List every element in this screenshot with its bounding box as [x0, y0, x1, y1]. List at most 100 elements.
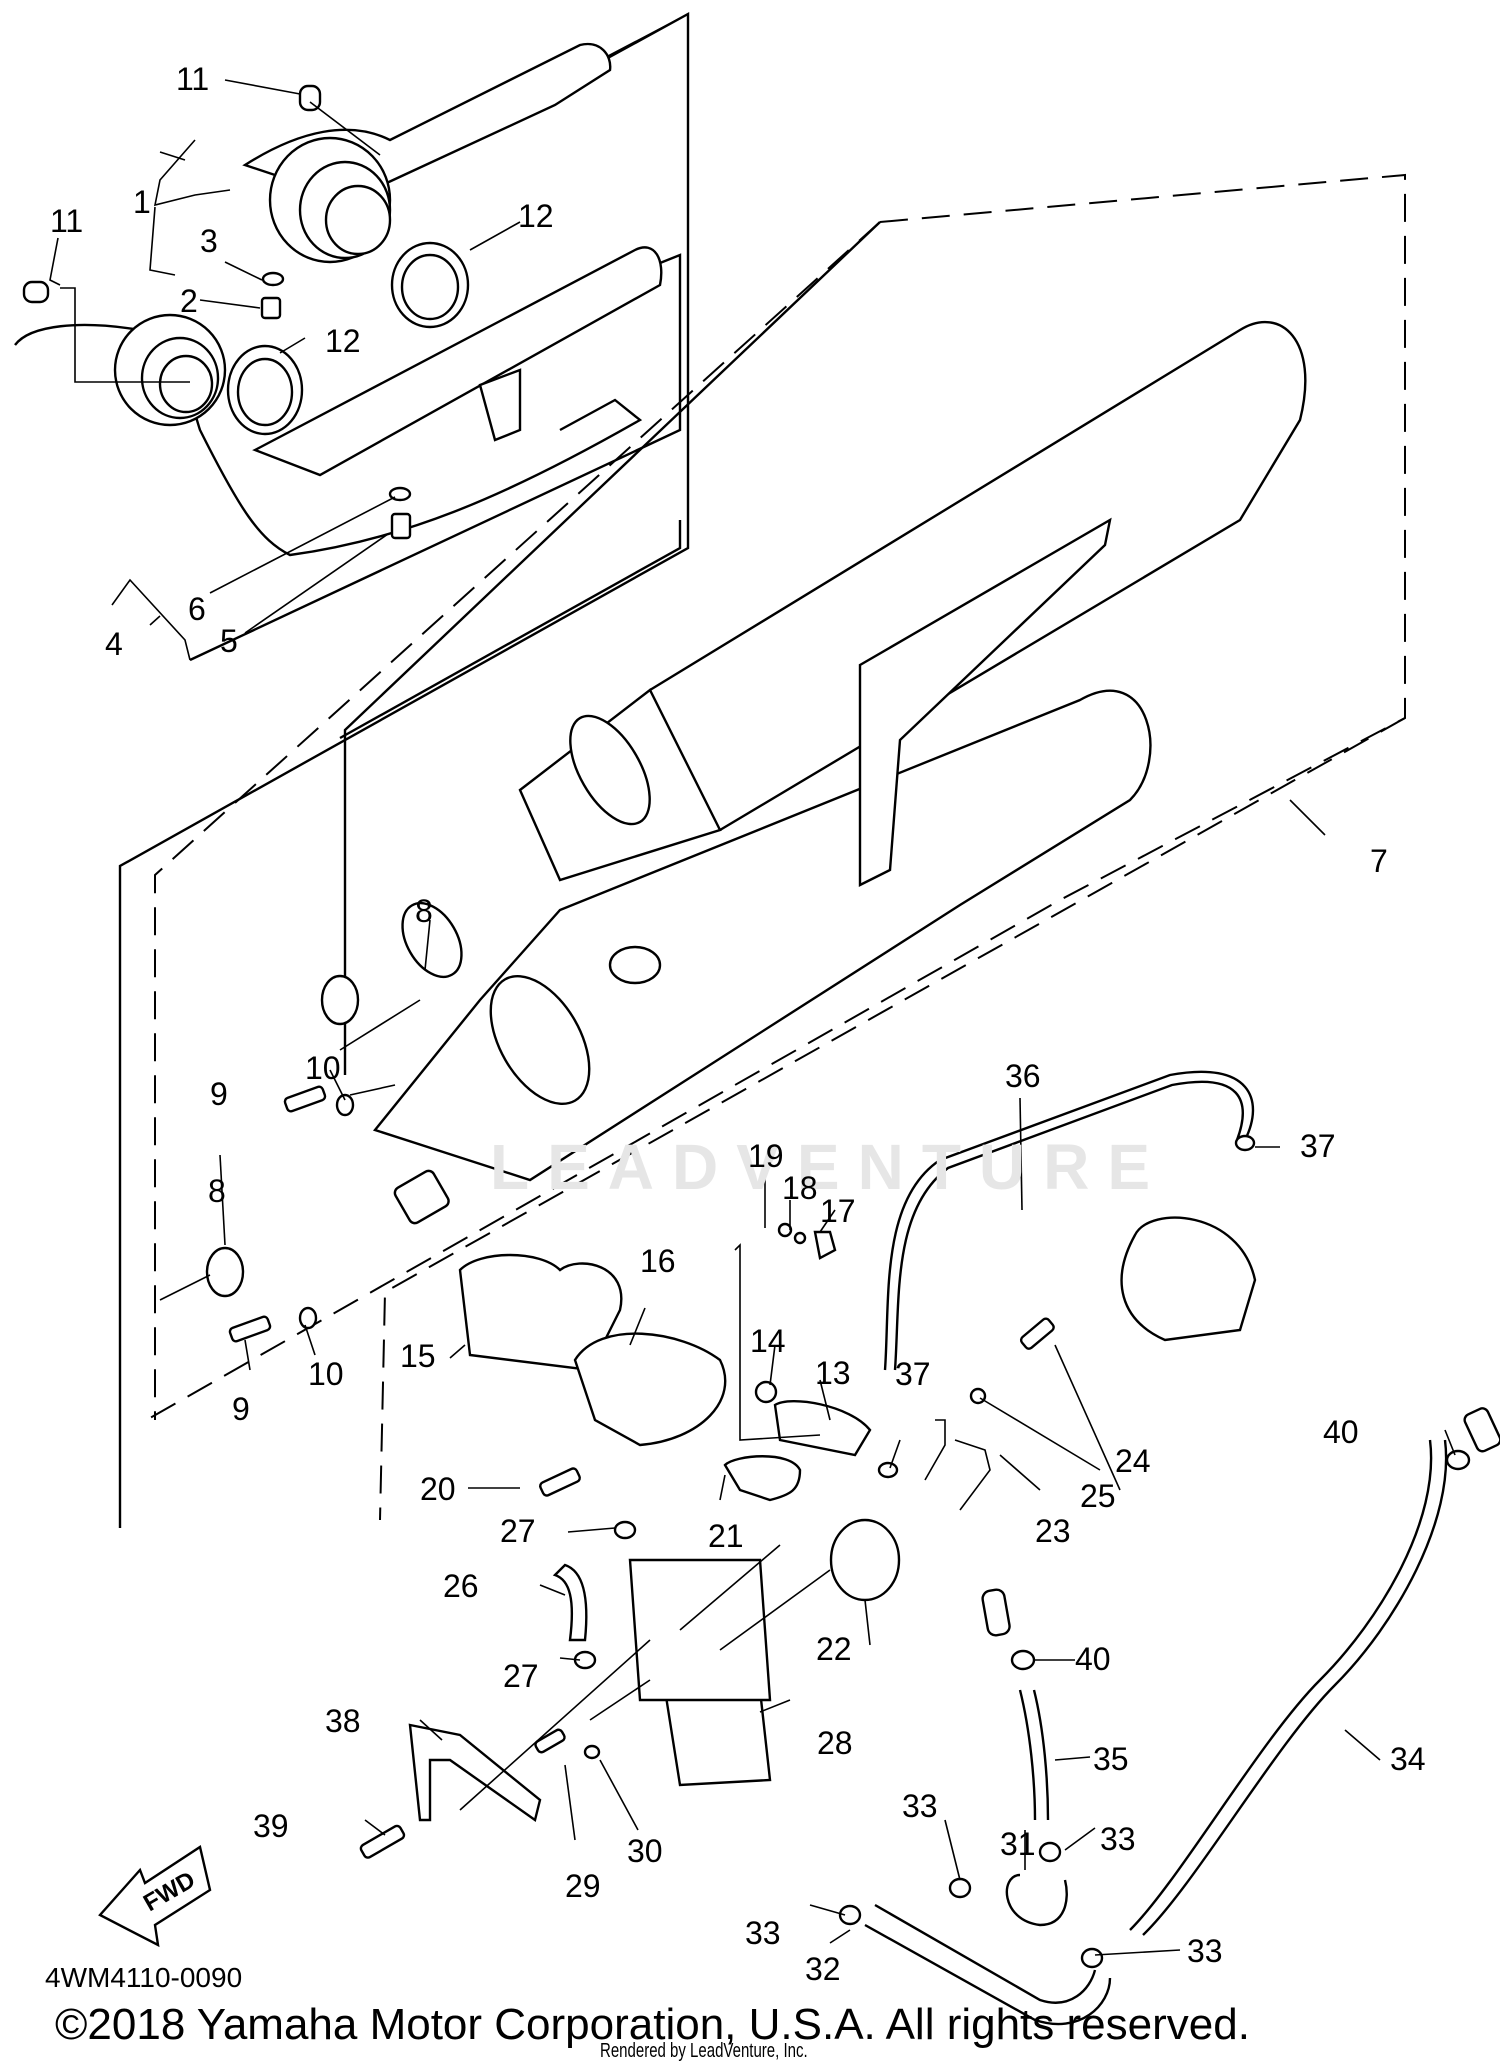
clamp-33-a: [838, 1904, 862, 1926]
bolt-9-top: [283, 1085, 327, 1113]
callout-11: 11: [50, 203, 84, 239]
intake-joint: [1120, 1216, 1257, 1342]
callout-19: 19: [748, 1138, 784, 1174]
nut-17: [813, 1230, 837, 1260]
callout-24: 24: [1115, 1443, 1151, 1479]
bracket-assembly: [628, 1558, 772, 1702]
callout-4: 4: [105, 626, 123, 662]
callout-18: 18: [782, 1170, 818, 1206]
gasket-12-top: [390, 241, 470, 329]
bolt-5: [390, 512, 412, 540]
muffler-assembly-7: [372, 320, 1307, 1182]
exhaust-pipe-1: [242, 42, 612, 264]
callout-30: 30: [627, 1833, 663, 1869]
callout-12: 12: [325, 323, 361, 359]
joint-clamp-lower: [393, 1169, 450, 1225]
callout-15: 15: [400, 1338, 436, 1374]
rendered-by-notice: Rendered by LeadVenture, Inc.: [600, 2040, 808, 2062]
gasket-12-lower: [226, 344, 304, 436]
muffler-fittings: [205, 901, 463, 1343]
callout-2: 2: [180, 283, 198, 319]
clamp-14: [754, 1380, 778, 1404]
callout-37: 37: [1300, 1128, 1336, 1164]
callout-11: 11: [176, 61, 210, 97]
union-pipe: [981, 1588, 1011, 1637]
clamps-and-fittings: [359, 1134, 1500, 1969]
reed-valve-16: [573, 1332, 727, 1447]
bolt-2: [260, 296, 282, 320]
callout-7: 7: [1370, 843, 1388, 879]
callout-9: 9: [210, 1076, 228, 1112]
callout-5: 5: [220, 623, 238, 659]
callout-29: 29: [565, 1868, 601, 1904]
callout-38: 38: [325, 1703, 361, 1739]
clamp-33-c: [1038, 1841, 1062, 1863]
air-cut-valve-28: [663, 1688, 772, 1787]
callout-33: 33: [1187, 1933, 1223, 1969]
clamp-33-b: [948, 1877, 972, 1899]
callout-9: 9: [232, 1391, 250, 1427]
callout-40: 40: [1323, 1414, 1359, 1450]
callout-16: 16: [640, 1243, 676, 1279]
callout-32: 32: [805, 1951, 841, 1987]
callout-36: 36: [1005, 1058, 1041, 1094]
callout-27: 27: [503, 1658, 539, 1694]
bracket-23: [924, 1419, 991, 1511]
group-outline-front-pipe: [189, 253, 682, 740]
callout-33: 33: [745, 1915, 781, 1951]
clip-37-lower: [877, 1461, 899, 1479]
callout-8: 8: [208, 1173, 226, 1209]
clamp-33-d: [1080, 1947, 1104, 1969]
pipes: [864, 1070, 1448, 2026]
sleeve-8-lower: [205, 1246, 245, 1298]
washer-18: [793, 1231, 807, 1245]
callout-6: 6: [188, 591, 206, 627]
clamp-27-top: [613, 1520, 637, 1540]
copyright-notice: ©2018 Yamaha Motor Corporation, U.S.A. A…: [55, 2000, 1250, 2049]
joint-clamp-top: [401, 901, 463, 979]
cap-40-middle: [1010, 1649, 1036, 1671]
hose-21: [723, 1455, 802, 1502]
callout-20: 20: [420, 1471, 456, 1507]
callout-13: 13: [815, 1355, 851, 1391]
bracket-38: [408, 1723, 542, 1822]
leader-lines: [49, 79, 1456, 1956]
callout-12: 12: [518, 198, 554, 234]
hose-26: [552, 1563, 588, 1642]
callout-14: 14: [750, 1323, 786, 1359]
callout-40: 40: [1075, 1641, 1111, 1677]
air-induction-parts: [408, 1216, 1257, 1822]
washer-10-lower: [298, 1306, 318, 1330]
callout-23: 23: [1035, 1513, 1071, 1549]
callout-33: 33: [1100, 1821, 1136, 1857]
screw-20: [539, 1467, 581, 1497]
exhaust-pipe-4: [14, 246, 663, 557]
callout-8: 8: [415, 893, 433, 929]
bolt-39: [359, 1824, 406, 1859]
callout-10: 10: [308, 1356, 344, 1392]
callout-27: 27: [500, 1513, 536, 1549]
washer-10-top: [335, 1093, 355, 1117]
callout-10: 10: [305, 1050, 341, 1086]
callout-26: 26: [443, 1568, 479, 1604]
sleeve-8-top: [320, 974, 360, 1026]
union-joint: [1463, 1407, 1500, 1453]
muffler-boss: [608, 945, 662, 985]
air-valve-22: [829, 1518, 901, 1602]
callout-21: 21: [708, 1518, 744, 1554]
diagram-code: 4WM4110-0090: [45, 1962, 243, 1993]
washer-30: [583, 1744, 601, 1760]
callout-25: 25: [1080, 1478, 1116, 1514]
washer-19: [777, 1222, 793, 1238]
callout-22: 22: [816, 1631, 852, 1667]
hose-13: [773, 1399, 872, 1457]
group-outline-muffler-inner: [343, 221, 881, 1075]
collar-11-left: [22, 280, 50, 304]
group-outline-muffler: [149, 173, 1406, 1521]
cover-15: [458, 1253, 623, 1372]
bolt-24: [1019, 1317, 1055, 1350]
callout-34: 34: [1390, 1741, 1426, 1777]
collar-11-top: [298, 84, 322, 112]
watermark: LEADVENTURE: [490, 1131, 1169, 1203]
